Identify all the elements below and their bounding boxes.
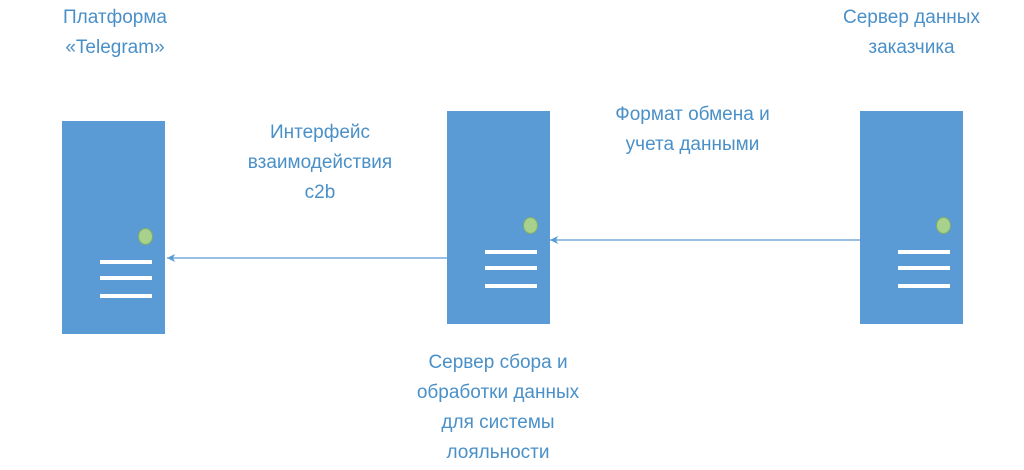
exchange-format-label: Формат обмена и учета данными (615, 104, 770, 155)
vent-line (100, 294, 152, 298)
status-led-icon (523, 217, 538, 234)
vent-line (100, 276, 152, 280)
vent-line (898, 250, 950, 254)
vent-line (898, 284, 950, 288)
vent-line (100, 260, 152, 264)
interface-c2b-label: Интерфейс взаимодействия c2b (247, 122, 393, 203)
customer-server (860, 111, 963, 324)
vent-line (485, 266, 537, 270)
status-led-icon (936, 217, 951, 234)
status-led-icon (138, 228, 153, 245)
customer-label: Сервер данных заказчика (843, 7, 980, 58)
telegram-server (62, 121, 165, 334)
telegram-label: Платформа «Telegram» (63, 7, 167, 58)
vent-line (485, 284, 537, 288)
vent-line (485, 250, 537, 254)
collector-label: Сервер сбора и обработки данных для сист… (416, 352, 580, 463)
vent-line (898, 266, 950, 270)
collector-server (447, 111, 550, 324)
